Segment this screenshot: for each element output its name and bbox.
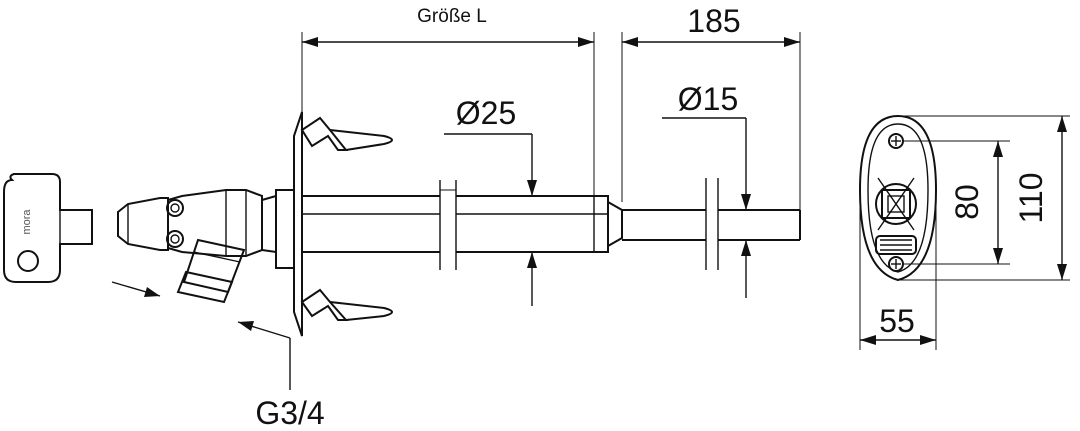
length-185-label: 185 — [687, 3, 740, 39]
dimension-thread: G3/4 — [111, 281, 325, 431]
key-brand-label: mora — [21, 209, 33, 235]
width-55-label: 55 — [879, 303, 915, 339]
faucet-body — [117, 189, 277, 304]
dia-25-label: Ø25 — [456, 95, 516, 131]
pipe-25 — [302, 180, 623, 270]
height-110-label: 110 — [1013, 172, 1049, 223]
size-l-label: Größe L — [417, 6, 487, 27]
wall-flange — [275, 111, 393, 337]
dimension-185: 185 — [621, 3, 801, 210]
dimension-dia-25: Ø25 — [444, 95, 537, 306]
dimension-55: 55 — [859, 190, 937, 350]
key-handle: mora — [3, 173, 93, 283]
thread-label: G3/4 — [255, 395, 324, 431]
dimension-110: 110 — [898, 115, 1070, 281]
pipe-15 — [622, 178, 801, 270]
dia-15-label: Ø15 — [678, 81, 738, 117]
height-80-label: 80 — [949, 184, 985, 220]
dimension-dia-15: Ø15 — [662, 81, 751, 298]
dimension-80: 80 — [904, 140, 1010, 265]
dimension-size-l: Größe L — [301, 6, 595, 196]
